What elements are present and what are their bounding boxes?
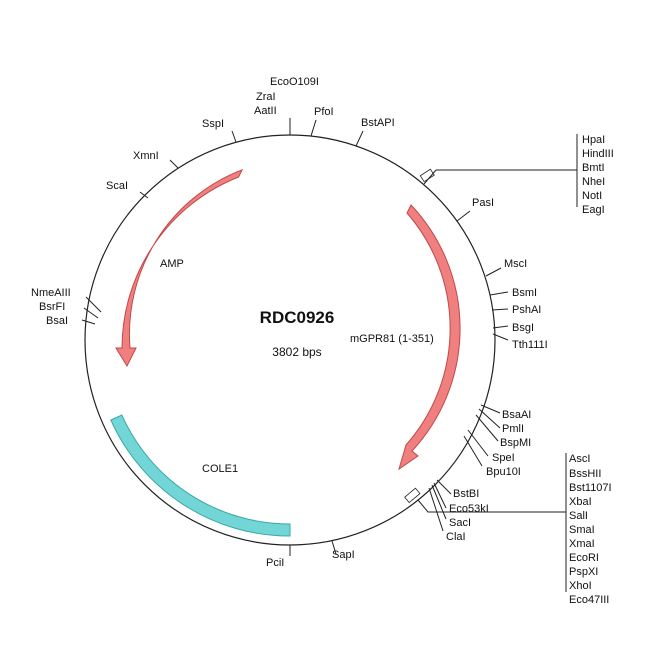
bspmi-site-tick [475,414,499,442]
mcs-top-tick [423,169,437,185]
saci-site-tick [431,484,447,520]
msci-site-tick [485,267,502,277]
mcs-bottom-leader [417,499,566,513]
eagi-site-label[interactable]: EagI [582,204,605,216]
aatii-site-label[interactable]: AatII [254,105,277,117]
zrai-site-label[interactable]: ZraI [256,91,276,103]
amp-feature-label: AMP [160,258,184,270]
plasmid-size: 3802 bps [272,345,321,359]
pmlii-site-tick [478,408,501,429]
sapi-site-tick [331,540,337,555]
noti-site-label[interactable]: NotI [582,190,602,202]
scai-site-tick [139,191,149,199]
eco47iii-site-label[interactable]: Eco47III [569,594,609,606]
pcii-site-label[interactable]: PciI [266,557,284,569]
clai-site-tick [428,487,444,532]
nmeaiii-site-tick [85,296,102,313]
tth111i-site-label[interactable]: Tth111I [512,339,548,351]
bsgi-site-tick [492,325,509,329]
cole1-feature-label: COLE1 [202,463,238,475]
sspi-site-label[interactable]: SspI [202,118,224,130]
hpai-site-label[interactable]: HpaI [582,134,605,146]
bsmi-site-tick [489,291,509,296]
sapi-site-label[interactable]: SapI [332,549,355,561]
pfoi-site-tick [310,119,317,137]
pfoi-site-label[interactable]: PfoI [314,106,334,118]
asci-site-label[interactable]: AscI [569,453,590,465]
sspi-site-tick [231,130,237,143]
sali-site-label[interactable]: SalI [569,510,588,522]
pasi-site-tick [456,210,471,222]
nmeaiii-site-label[interactable]: NmeAIII [31,287,71,299]
hindiii-site-label[interactable]: HindIII [582,148,614,160]
bpu10i-site-tick [463,435,483,467]
bsaai-site-tick [480,404,501,414]
plasmid-name: RDC0926 [260,308,335,327]
spei-site-tick [467,429,489,457]
bpu10i-site-label[interactable]: Bpu10I [486,466,521,478]
bsmi-site-label[interactable]: BsmI [512,287,537,299]
bsai-site-label[interactable]: BsaI [46,315,68,327]
bstapi-site-tick [355,130,364,147]
xhoi-site-label[interactable]: XhoI [569,580,592,592]
xbai-site-label[interactable]: XbaI [569,496,592,508]
pasi-site-label[interactable]: PasI [472,197,494,209]
saci-site-label[interactable]: SacI [449,517,471,529]
bstapi-site-label[interactable]: BstAPI [361,117,395,129]
bsrfi-site-tick [83,307,99,319]
bmti-site-label[interactable]: BmtI [582,162,605,174]
pshai-site-tick [491,308,509,311]
bspmi-site-label[interactable]: BspMI [500,437,531,449]
xmni-site-tick [169,159,179,169]
msci-site-label[interactable]: MscI [504,258,527,270]
pshai-site-label[interactable]: PshAI [512,304,541,316]
eco53ki-site-tick [433,482,447,509]
cole1-feature[interactable] [110,414,291,537]
scai-site-label[interactable]: ScaI [106,180,128,192]
clai-site-label[interactable]: ClaI [446,531,466,543]
bsrfi-site-label[interactable]: BsrFI [39,301,65,313]
pmlii-site-label[interactable]: PmlI [502,423,524,435]
xmai-site-label[interactable]: XmaI [569,538,595,550]
bsai-site-tick [81,319,96,325]
ecori-site-label[interactable]: EcoRI [569,552,599,564]
smai-site-label[interactable]: SmaI [569,524,595,536]
amp-feature-arrow[interactable] [115,168,244,368]
xmni-site-label[interactable]: XmnI [133,150,159,162]
mcs-bottom-marker [404,487,421,504]
bsgi-site-label[interactable]: BsgI [512,322,534,334]
ecoo109i-site-label[interactable]: EcoO109I [270,76,319,88]
mgpr81-feature-label: mGPR81 (1-351) [350,333,434,345]
mgpr81-feature-arrow[interactable] [398,204,461,471]
eco53ki-site-label[interactable]: Eco53kI [449,503,489,515]
bstbi-site-tick [436,479,452,495]
bsaai-site-label[interactable]: BsaAI [502,409,531,421]
pspxi-site-label[interactable]: PspXI [569,566,598,578]
nhei-site-label[interactable]: NheI [582,176,605,188]
bstbi-site-label[interactable]: BstBI [453,488,479,500]
tth111i-site-tick [492,333,509,341]
bst1107i-site-label[interactable]: Bst1107I [569,482,612,494]
spei-site-label[interactable]: SpeI [492,452,515,464]
bsshii-site-label[interactable]: BssHII [569,468,601,480]
